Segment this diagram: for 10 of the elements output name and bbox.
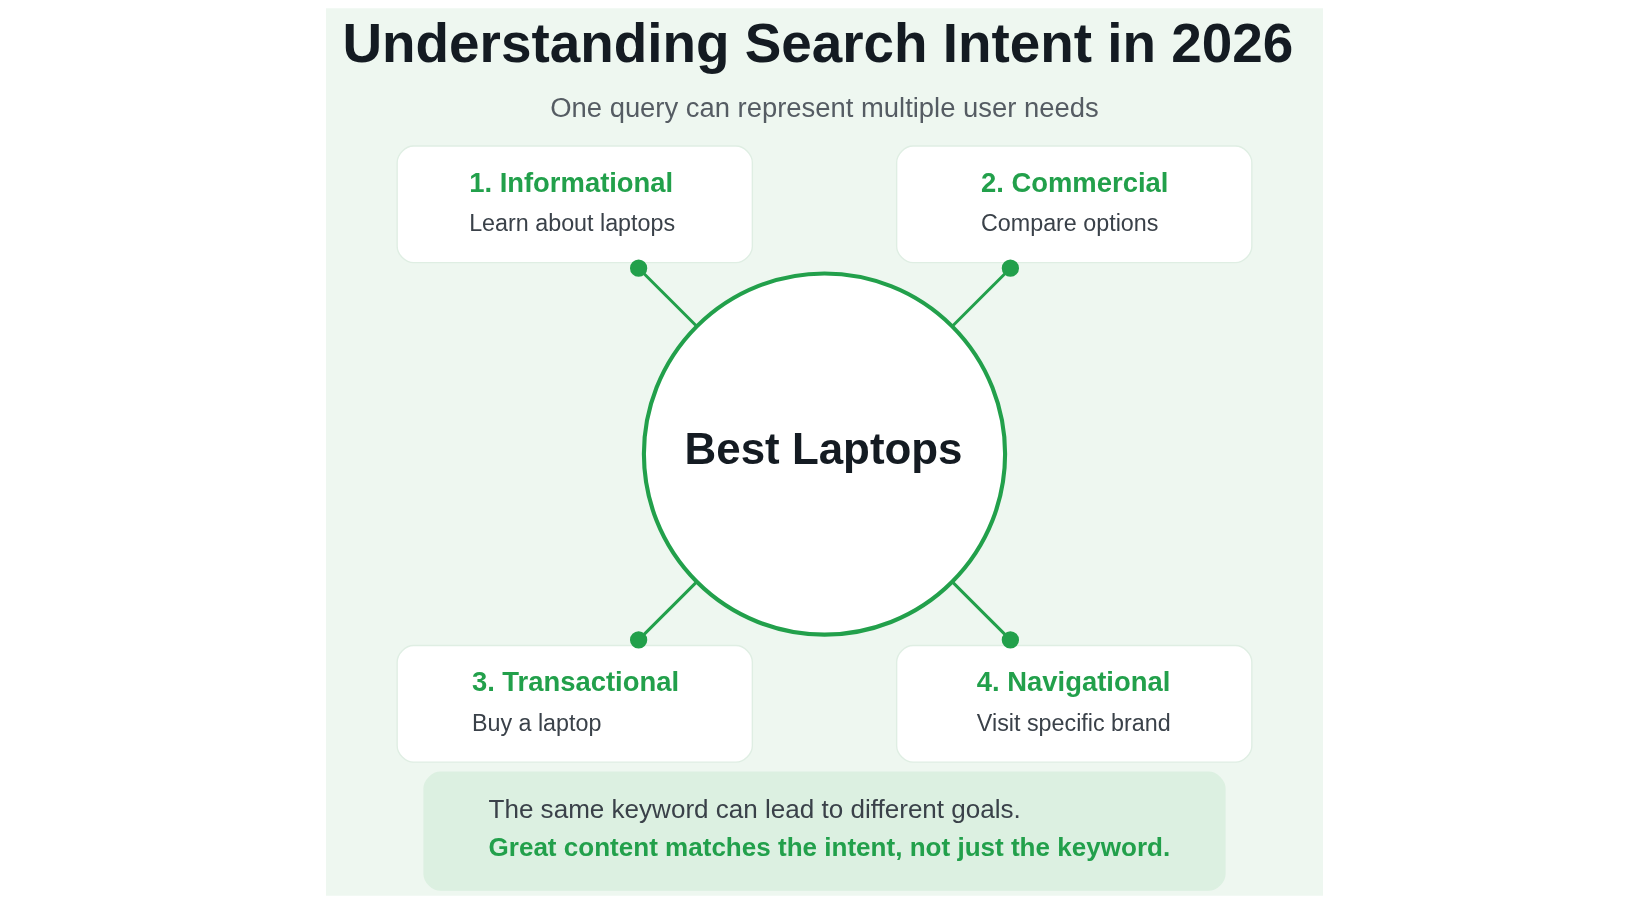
connector — [630, 259, 698, 328]
node-box: 4. Navigational Visit specific brand — [895, 644, 1253, 763]
connector — [951, 259, 1019, 328]
connector — [951, 580, 1019, 649]
connector — [630, 580, 698, 649]
node-box: 3. Transactional Buy a laptop — [396, 644, 754, 763]
label: One query can represent multiple user needs — [550, 91, 1099, 123]
node-box: 2. Commercial Compare options — [895, 145, 1253, 264]
diagram-title: Understanding Search Intent in 2026 — [342, 11, 1294, 74]
node-box: 1. Informational Learn about laptops — [396, 145, 754, 264]
